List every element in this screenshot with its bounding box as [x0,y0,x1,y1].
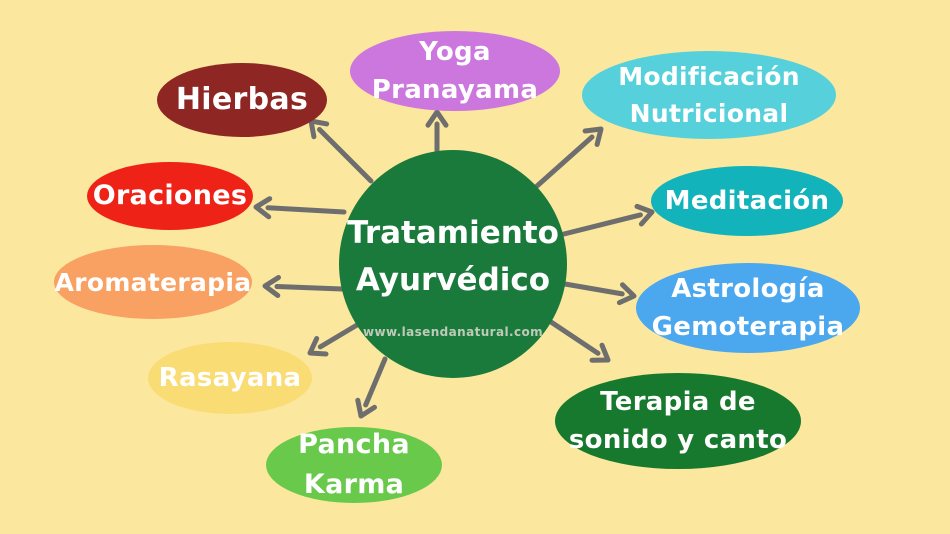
arrow-yoga [425,109,449,158]
node-label: Terapia de [600,386,756,417]
node-label: Oraciones [92,180,248,212]
arrow-pancha [355,356,388,419]
node-astrologia-gemoterapia: Astrología Gemoterapia [636,263,860,353]
center-title-line: Tratamiento [347,215,559,251]
node-rasayana: Rasayana [148,342,312,414]
node-label: Karma [303,469,405,500]
node-label: Nutricional [629,99,789,128]
node-label: sonido y canto [568,425,788,455]
node-label: Pranayama [371,75,539,105]
node-label: Modificación [618,62,800,91]
node-label: Gemoterapia [651,312,845,342]
node-terapia-sonido-canto: Terapia de sonido y canto [555,373,801,469]
website-url: www.lasendanatural.com [362,325,544,339]
node-hierbas: Hierbas [157,63,327,137]
node-aromaterapia: Aromaterapia [54,245,252,319]
node-meditacion: Meditación [651,166,843,236]
node-label: Rasayana [158,362,302,393]
arrow-terapia [548,319,611,363]
node-label: Astrología [671,273,825,304]
node-yoga-pranayama: Yoga Pranayama [350,31,560,111]
center-title: Tratamiento Ayurvédico [347,210,559,304]
arrow-rasayana [307,322,360,357]
node-label: Yoga [419,36,491,67]
arrow-hierbas [308,118,374,184]
arrow-astrologia [562,281,637,306]
node-label: Pancha [298,429,410,461]
arrow-aromaterapia [262,275,345,298]
arrow-meditacion [561,203,655,237]
center-title-line: Ayurvédico [355,262,551,298]
node-modificacion-nutricional: Modificación Nutricional [582,51,836,139]
node-label: Hierbas [175,81,309,117]
node-oraciones: Oraciones [87,162,253,230]
center-node-tratamiento-ayurvedico: Tratamiento Ayurvédico www.lasendanatura… [339,150,567,378]
arrow-modificacion [534,126,604,189]
node-label: Meditación [664,185,830,216]
node-pancha-karma: Pancha Karma [266,427,442,503]
arrow-oraciones [253,196,347,220]
node-label: Aromaterapia [54,267,252,297]
